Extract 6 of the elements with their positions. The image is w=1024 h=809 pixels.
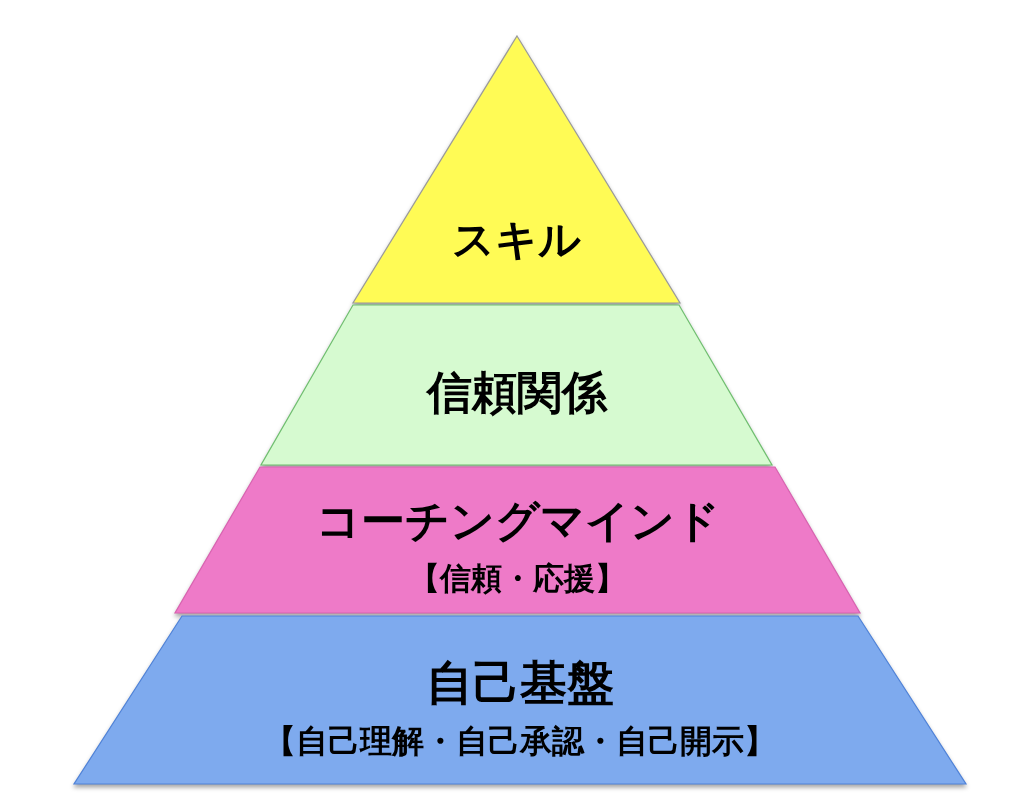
tier-label: 信頼関係: [426, 368, 607, 418]
tier-subtitle: 【自己理解・自己承認・自己開示】: [264, 724, 776, 760]
tier-subtitle: 【信頼・応援】: [409, 560, 626, 596]
tier-label: コーチングマインド: [315, 496, 720, 546]
tier-label: 自己基盤: [426, 657, 614, 709]
tier-label: スキル: [452, 216, 581, 264]
